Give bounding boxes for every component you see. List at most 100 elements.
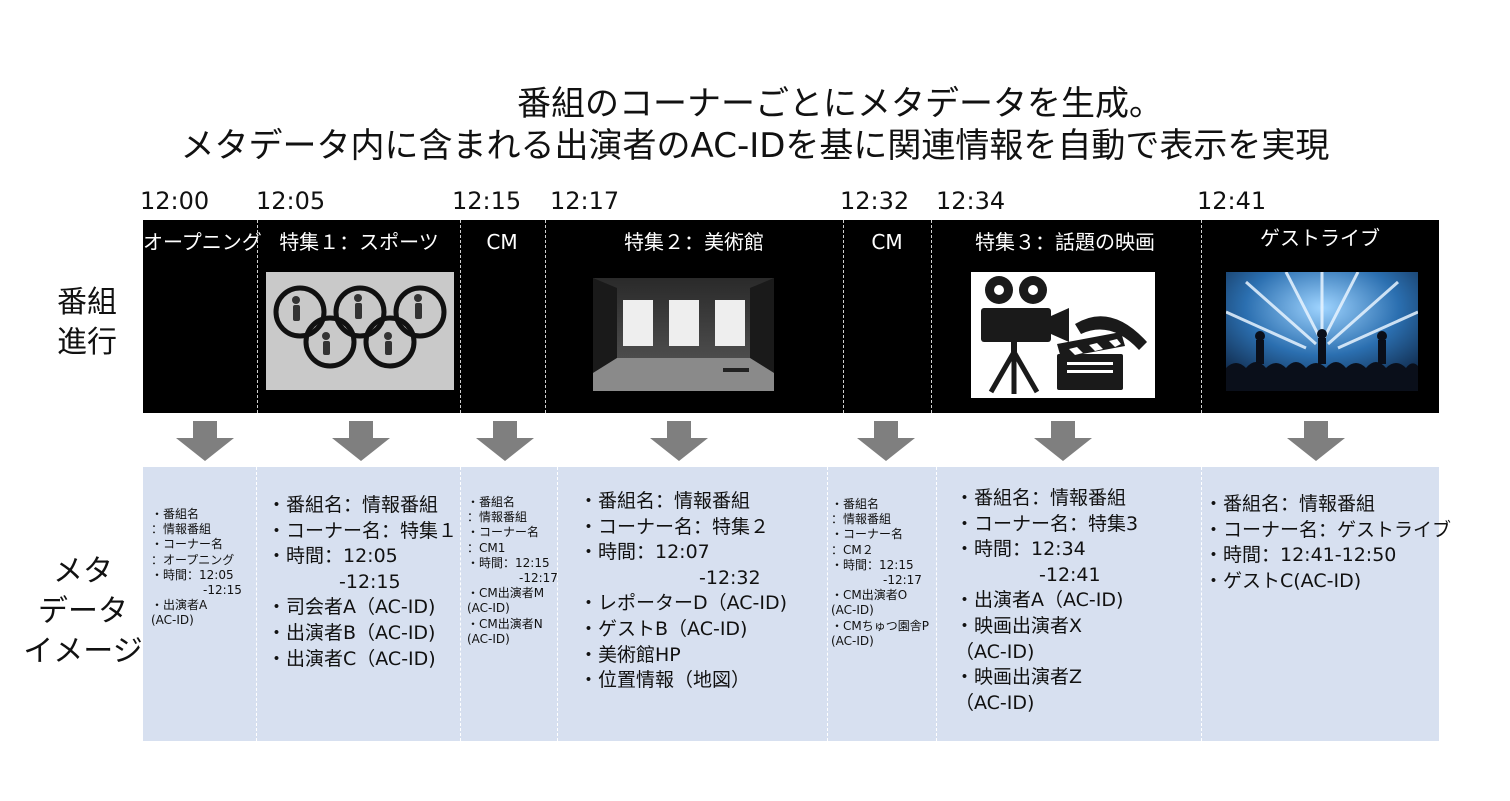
film-camera-icon	[971, 272, 1155, 398]
metadata-divider	[827, 467, 828, 741]
metadata-line: ・レポーターD（AC-ID)	[579, 592, 788, 615]
metadata-line: ・ゲストB（AC-ID)	[579, 617, 748, 640]
down-arrow-icon	[1287, 421, 1345, 461]
row-label-line: メタ	[53, 554, 113, 589]
metadata-cm-1: ・番組名 ：情報番組 ・コーナー名 ：CM1 ・時間：12:15 -12:17 …	[467, 495, 558, 647]
segment-divider	[843, 220, 844, 413]
metadata-line: ・時間：12:05	[267, 545, 398, 568]
metadata-guest-live: ・番組名：情報番組 ・コーナー名：ゲストライブ ・時間：12:41-12:50 …	[1204, 492, 1451, 594]
down-arrow-icon	[857, 421, 915, 461]
metadata-line: ・番組名：情報番組	[267, 494, 439, 516]
segment-divider	[1201, 220, 1202, 413]
segment-divider	[545, 220, 546, 413]
metadata-line: ・番組名：情報番組	[1204, 493, 1376, 515]
metadata-line: ・位置情報（地図）	[579, 669, 751, 692]
metadata-line: -12:41	[1039, 563, 1101, 586]
time-label: 12:32	[840, 187, 910, 215]
segment-label: 特集２：美術館	[624, 230, 764, 254]
segment-divider	[931, 220, 932, 413]
segment-label: オープニング	[143, 230, 262, 254]
metadata-line: ・出演者A（AC-ID)	[955, 589, 1124, 612]
metadata-opening: ・番組名 ：情報番組 ・コーナー名 ：オープニング ・時間：12:05 -12:…	[151, 507, 242, 629]
metadata-line: ・コーナー名：ゲストライブ	[1204, 518, 1452, 541]
metadata-line: ：情報番組	[831, 512, 892, 527]
metadata-line: ・コーナー名：特集１	[267, 519, 458, 542]
time-label: 12:00	[140, 187, 210, 215]
metadata-line: ・番組名	[467, 495, 516, 509]
metadata-line: (AC-ID)	[467, 601, 510, 616]
segment-movie: 特集３：話題の映画	[931, 220, 1199, 413]
row-label-line: 進行	[57, 325, 117, 360]
time-label: 12:41	[1197, 187, 1267, 215]
metadata-sports: ・番組名：情報番組 ・コーナー名：特集１ ・時間：12:05 -12:15 ・司…	[267, 493, 457, 672]
metadata-divider	[1201, 467, 1202, 741]
segment-label: CM	[486, 230, 518, 254]
concert-icon	[1226, 272, 1418, 391]
metadata-line: ・時間：12:07	[579, 541, 710, 564]
segment-sports: 特集１：スポーツ	[257, 220, 461, 413]
time-label: 12:15	[452, 187, 522, 215]
diagram-title-line-1: 番組のコーナーごとにメタデータを生成。	[517, 84, 1163, 124]
down-arrow-icon	[1034, 421, 1092, 461]
segment-museum: 特集２：美術館	[545, 220, 843, 413]
metadata-movie: ・番組名：情報番組 ・コーナー名：特集3 ・時間：12:34 -12:41 ・出…	[955, 486, 1138, 716]
metadata-line: ・司会者A（AC-ID)	[267, 596, 436, 619]
metadata-line: ：情報番組	[467, 510, 528, 525]
rings-icon	[266, 272, 454, 390]
metadata-divider	[936, 467, 937, 741]
metadata-line: ・出演者C（AC-ID)	[267, 647, 436, 670]
metadata-band: ・番組名 ：情報番組 ・コーナー名 ：オープニング ・時間：12:05 -12:…	[143, 467, 1451, 741]
metadata-line: ：CM1	[467, 540, 506, 555]
segment-label: 特集３：話題の映画	[975, 230, 1155, 254]
segment-guest-live: ゲストライブ	[1201, 220, 1439, 413]
metadata-divider	[557, 467, 558, 741]
metadata-line: ・時間：12:15	[831, 557, 914, 572]
metadata-line: ・時間：12:41-12:50	[1204, 544, 1397, 567]
metadata-line: (AC-ID)	[151, 613, 194, 628]
metadata-line: ・映画出演者X	[955, 614, 1083, 637]
metadata-line: ・番組名	[831, 497, 880, 511]
down-arrow-icon	[332, 421, 390, 461]
metadata-line: (AC-ID)	[831, 603, 874, 618]
metadata-line: ：CM２	[831, 542, 874, 557]
time-label: 12:17	[550, 187, 620, 215]
row-label-meta: メタ データ イメージ	[20, 552, 146, 672]
metadata-divider	[256, 467, 257, 741]
segment-label: 特集１：スポーツ	[279, 230, 439, 254]
segment-divider	[460, 220, 461, 413]
metadata-line: ・CMちゅつ園舎P	[831, 618, 929, 633]
metadata-divider	[460, 467, 461, 741]
metadata-line: -12:32	[699, 566, 761, 589]
metadata-line: （AC-ID)	[955, 691, 1035, 714]
metadata-line: ・番組名：情報番組	[955, 487, 1127, 509]
metadata-line: ・コーナー名：特集3	[955, 512, 1139, 535]
down-arrow-icon	[650, 421, 708, 461]
metadata-line: ・出演者A	[151, 598, 208, 613]
row-label-line: データ	[38, 594, 128, 629]
metadata-line: ・CM出演者O	[831, 588, 908, 603]
metadata-line: ：情報番組	[151, 522, 212, 537]
down-arrow-icon	[176, 421, 234, 461]
metadata-line: ・時間：12:15	[467, 555, 550, 570]
segment-divider	[257, 220, 258, 413]
metadata-line: ・ゲストC(AC-ID)	[1204, 569, 1362, 592]
program-timeline-band: オープニング 特集１：スポーツ CM 特集２：美術館	[143, 220, 1439, 413]
metadata-line: ・時間：12:05	[151, 567, 234, 582]
time-label: 12:34	[936, 187, 1006, 215]
row-label-program: 番組 進行	[42, 283, 132, 363]
metadata-line: ・CM出演者N	[467, 616, 543, 631]
metadata-line: ・コーナー名	[467, 525, 540, 540]
metadata-line: ・映画出演者Z	[955, 666, 1083, 689]
metadata-line: ・コーナー名	[831, 527, 904, 542]
segment-cm-2: CM	[843, 220, 931, 413]
metadata-line: -12:15	[339, 570, 401, 593]
segment-opening: オープニング	[143, 220, 262, 413]
metadata-line: -12:17	[883, 573, 922, 588]
metadata-line: ・コーナー名	[151, 537, 224, 552]
metadata-line: ・CM出演者M	[467, 586, 545, 601]
metadata-line: ：オープニング	[151, 552, 235, 567]
metadata-cm-2: ・番組名 ：情報番組 ・コーナー名 ：CM２ ・時間：12:15 -12:17 …	[831, 497, 929, 649]
metadata-line: (AC-ID)	[467, 631, 510, 646]
metadata-line: (AC-ID)	[831, 633, 874, 648]
segment-cm-1: CM	[460, 220, 544, 413]
